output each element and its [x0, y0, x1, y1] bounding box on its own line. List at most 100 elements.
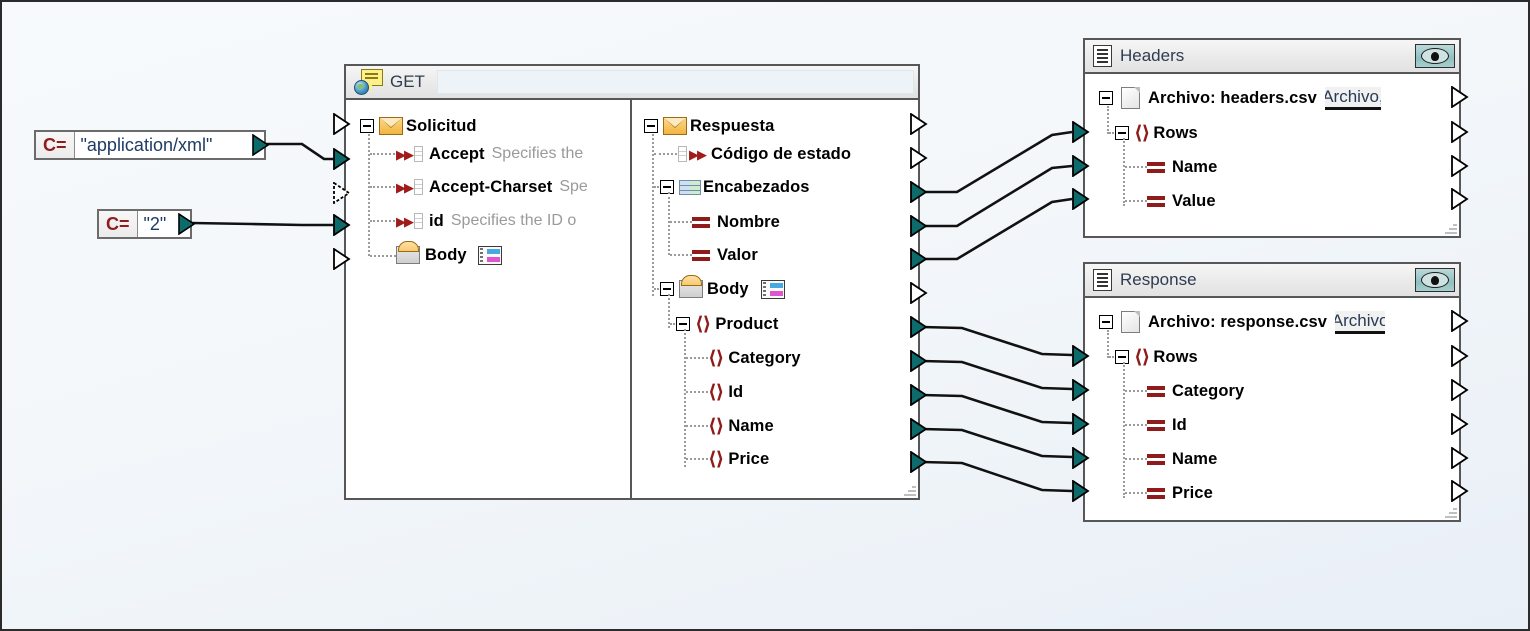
response-row-nombre[interactable]: Nombre: [692, 211, 780, 233]
eye-icon[interactable]: [1415, 268, 1455, 292]
request-row-id[interactable]: ▶▶ id Specifies the ID o: [396, 210, 576, 232]
headers-file-tab[interactable]: Archivo,: [1324, 86, 1381, 110]
constant-value[interactable]: "2": [143, 213, 167, 234]
collapse-expander-icon[interactable]: [660, 180, 674, 194]
response-row-product[interactable]: ⟨⟩ Product: [676, 313, 778, 335]
collapse-expander-icon[interactable]: [676, 317, 690, 331]
port-headers-name-output[interactable]: [1451, 155, 1469, 177]
response-component-resize-grip[interactable]: [1444, 505, 1457, 518]
collapse-expander-icon[interactable]: [1099, 315, 1113, 329]
response-row-valor[interactable]: Valor: [692, 244, 758, 266]
port-headers-file-output[interactable]: [1451, 86, 1469, 108]
port-response-price-output[interactable]: [1451, 480, 1469, 502]
headers-row-name[interactable]: Name: [1147, 156, 1217, 178]
request-row-label: Body: [425, 245, 467, 264]
port-response-category-input[interactable]: [1072, 379, 1090, 401]
port-response-rows-input[interactable]: [1072, 345, 1090, 367]
response-row-name[interactable]: ⟨⟩ Name: [708, 415, 774, 437]
port-response-file-output[interactable]: [1451, 310, 1469, 332]
response-root-row[interactable]: Respuesta: [644, 115, 774, 137]
port-response-price-input[interactable]: [1072, 480, 1090, 502]
get-component-title-bar[interactable]: GET: [346, 66, 918, 100]
response-target-row-id[interactable]: Id: [1147, 414, 1187, 436]
response-target-row-rows[interactable]: ⟨⟩ Rows: [1115, 346, 1198, 368]
response-row-encabezados[interactable]: Encabezados: [660, 176, 810, 198]
port-headers-rows-output[interactable]: [1451, 121, 1469, 143]
get-component[interactable]: GET Solicitud ▶▶ Accept Specifies the ▶▶…: [344, 64, 920, 500]
port-category-output[interactable]: [910, 350, 928, 372]
port-price-output[interactable]: [910, 451, 928, 473]
port-response-category-output[interactable]: [1451, 379, 1469, 401]
structure-icon[interactable]: [477, 245, 502, 265]
response-component[interactable]: Response Archivo: response.csv Archivo ⟨…: [1083, 262, 1461, 522]
request-row-accept-charset[interactable]: ▶▶ Accept-Charset Spe: [396, 176, 588, 198]
port-accept-charset-input[interactable]: [333, 182, 351, 204]
collapse-expander-icon[interactable]: [1115, 350, 1129, 364]
port-solicitud-input[interactable]: [333, 113, 351, 135]
port-name-output[interactable]: [910, 418, 928, 440]
collapse-expander-icon[interactable]: [644, 119, 658, 133]
headers-file-row[interactable]: Archivo: headers.csv Archivo,: [1099, 86, 1381, 110]
headers-row-value[interactable]: Value: [1147, 190, 1216, 212]
headers-row-rows[interactable]: ⟨⟩ Rows: [1115, 122, 1198, 144]
request-root-row[interactable]: Solicitud: [360, 115, 477, 137]
constant-application-xml[interactable]: C= "application/xml": [34, 130, 266, 160]
collapse-expander-icon[interactable]: [660, 282, 674, 296]
structure-icon[interactable]: [760, 279, 785, 299]
collapse-expander-icon[interactable]: [360, 119, 374, 133]
constant-application-xml-output-port[interactable]: [252, 134, 270, 156]
tree-branch: [686, 391, 708, 393]
port-response-name-output[interactable]: [1451, 447, 1469, 469]
get-component-resize-grip[interactable]: [903, 483, 916, 496]
response-file-row[interactable]: Archivo: response.csv Archivo: [1099, 310, 1386, 334]
port-headers-value-input[interactable]: [1072, 188, 1090, 210]
port-response-body-output[interactable]: [910, 282, 928, 304]
angle-brackets-icon: ⟨⟩: [1134, 122, 1150, 144]
response-row-price[interactable]: ⟨⟩ Price: [708, 448, 769, 470]
response-file-tab[interactable]: Archivo: [1335, 310, 1386, 334]
port-id-input[interactable]: [333, 214, 351, 236]
port-valor-output[interactable]: [910, 248, 928, 270]
response-row-id[interactable]: ⟨⟩ Id: [708, 381, 743, 403]
get-component-title-field[interactable]: [436, 70, 914, 94]
port-headers-name-input[interactable]: [1072, 155, 1090, 177]
headers-component[interactable]: Headers Archivo: headers.csv Archivo, ⟨⟩…: [1083, 38, 1461, 238]
request-row-body[interactable]: Body: [396, 241, 502, 266]
eye-icon[interactable]: [1415, 44, 1455, 68]
response-target-row-name[interactable]: Name: [1147, 448, 1217, 470]
port-headers-value-output[interactable]: [1451, 188, 1469, 210]
headers-component-resize-grip[interactable]: [1444, 221, 1457, 234]
response-row-category[interactable]: ⟨⟩ Category: [708, 347, 801, 369]
response-tree-spine: [652, 134, 654, 296]
port-encabezados-output[interactable]: [910, 181, 928, 203]
port-response-id-output[interactable]: [1451, 413, 1469, 435]
response-target-row-price[interactable]: Price: [1147, 482, 1213, 504]
constant-value[interactable]: "application/xml": [80, 134, 213, 155]
tree-branch: [654, 186, 662, 188]
port-accept-input[interactable]: [333, 148, 351, 170]
port-headers-rows-input[interactable]: [1072, 121, 1090, 143]
response-row-label: Encabezados: [703, 177, 810, 196]
response-row-label: Nombre: [717, 212, 780, 231]
collapse-expander-icon[interactable]: [1099, 91, 1113, 105]
port-codigo-de-estado-output[interactable]: [910, 147, 928, 169]
equals-icon: [1147, 487, 1165, 500]
port-response-rows-output[interactable]: [1451, 345, 1469, 367]
constant-id-2-output-port[interactable]: [178, 213, 196, 235]
port-request-body-input[interactable]: [333, 248, 351, 270]
response-row-body[interactable]: Body: [660, 275, 785, 300]
port-response-id-input[interactable]: [1072, 413, 1090, 435]
request-row-accept[interactable]: ▶▶ Accept Specifies the: [396, 143, 583, 165]
port-id-output[interactable]: [910, 384, 928, 406]
port-product-output[interactable]: [910, 316, 928, 338]
port-respuesta-output[interactable]: [910, 113, 928, 135]
collapse-expander-icon[interactable]: [1115, 126, 1129, 140]
tree-spine: [1123, 138, 1125, 206]
response-target-row-category[interactable]: Category: [1147, 380, 1244, 402]
response-component-title-bar[interactable]: Response: [1085, 264, 1459, 298]
port-nombre-output[interactable]: [910, 215, 928, 237]
port-response-name-input[interactable]: [1072, 447, 1090, 469]
headers-component-title-bar[interactable]: Headers: [1085, 40, 1459, 74]
response-row-status-code[interactable]: ▶▶ Código de estado: [678, 143, 851, 165]
